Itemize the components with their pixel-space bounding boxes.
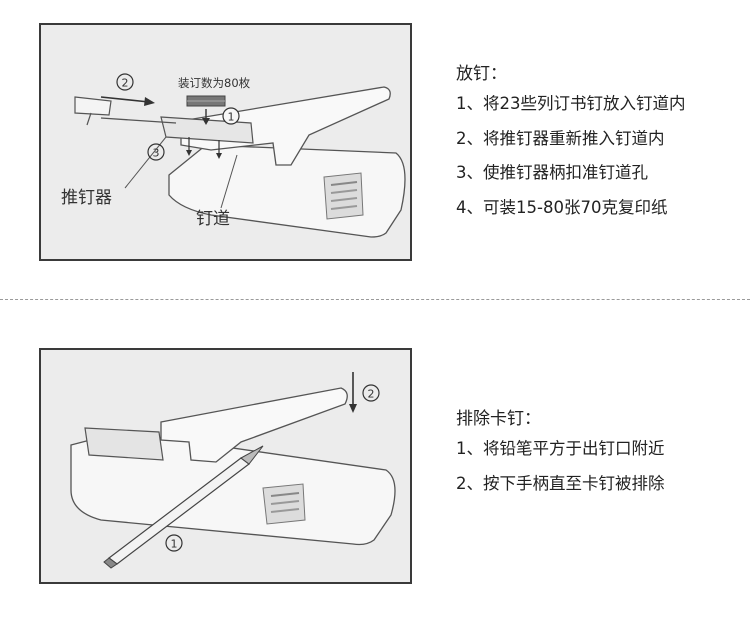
pusher-head bbox=[74, 96, 112, 116]
step-1-number: 1 bbox=[171, 538, 178, 551]
loading-diagram-panel: 2 3 1 装订数为80枚 推钉器 钉道 bbox=[39, 23, 412, 261]
stapler-base bbox=[70, 431, 396, 546]
jam-clearing-step: 1、将铅笔平方于出钉口附近 bbox=[456, 439, 665, 458]
stapler-handle bbox=[160, 387, 348, 463]
stapler-handle bbox=[180, 86, 391, 166]
section-divider bbox=[0, 299, 750, 300]
pusher-leader-line bbox=[124, 136, 167, 189]
pencil bbox=[103, 445, 264, 569]
jam-clearing-step: 2、按下手柄直至卡钉被排除 bbox=[456, 473, 665, 493]
scale-card bbox=[323, 172, 364, 220]
step-2-marker bbox=[362, 384, 380, 402]
pusher-rod bbox=[100, 117, 177, 124]
step-3-marker bbox=[147, 143, 165, 161]
step-3-number: 3 bbox=[153, 147, 160, 160]
jam-clearing-diagram-panel: 2 1 bbox=[39, 348, 412, 584]
step-2-marker bbox=[116, 73, 134, 91]
step-1-number: 1 bbox=[228, 111, 235, 124]
step-2-number: 2 bbox=[368, 388, 375, 401]
loading-title: 放钉： bbox=[456, 64, 507, 84]
step-2-number: 2 bbox=[122, 77, 129, 90]
scale-card bbox=[262, 483, 306, 525]
step-1-marker bbox=[165, 534, 183, 552]
channel-label: 钉道 bbox=[196, 209, 230, 229]
jam-clearing-instructions: 排除卡钉： 1、将铅笔平方于出钉口附近 2、按下手柄直至卡钉被排除 bbox=[456, 408, 665, 507]
push-arrow bbox=[100, 96, 150, 103]
capacity-label: 装订数为80枚 bbox=[178, 76, 251, 90]
stapler-jam-illustration: 2 1 bbox=[70, 372, 396, 569]
loading-step: 3、使推钉器柄扣准钉道孔 bbox=[456, 163, 648, 182]
pusher-label: 推钉器 bbox=[61, 188, 112, 208]
jam-clearing-title: 排除卡钉： bbox=[456, 409, 541, 429]
channel-leader-line bbox=[220, 154, 238, 209]
loading-step: 4、可装15-80张70克复印纸 bbox=[456, 197, 668, 217]
loading-step: 2、将推钉器重新推入钉道内 bbox=[456, 128, 665, 148]
stapler-loading-illustration: 2 3 1 装订数为80枚 推钉器 钉道 bbox=[61, 73, 406, 238]
loading-step: 1、将23些列订书钉放入钉道内 bbox=[456, 94, 686, 113]
loading-instructions: 放钉： 1、将23些列订书钉放入钉道内 2、将推钉器重新推入钉道内 3、使推钉器… bbox=[456, 63, 686, 231]
stapler-head bbox=[84, 427, 164, 461]
step-1-marker bbox=[222, 107, 240, 125]
